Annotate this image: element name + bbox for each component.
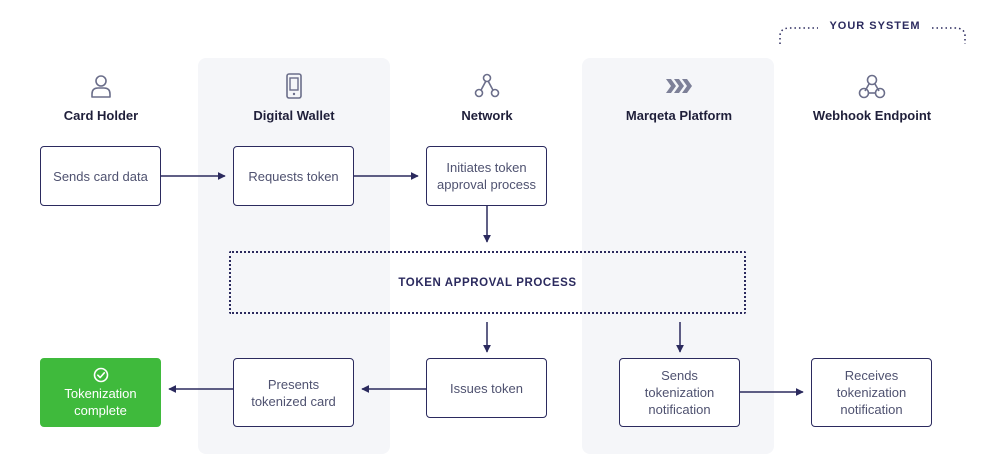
lane-header-network: Network [412,72,562,123]
process-label: TOKEN APPROVAL PROCESS [398,276,577,289]
step-label: Receives tokenization notification [836,368,907,417]
step-label: Sends card data [53,168,148,184]
step-sends-card-data: Sends card data [40,146,161,206]
token-approval-process: TOKEN APPROVAL PROCESS [229,251,746,314]
step-label: Tokenization complete [64,385,137,418]
lane-label: Digital Wallet [253,108,335,123]
lane-label: Card Holder [63,108,139,123]
step-sends-notification: Sends tokenization notification [619,358,740,427]
step-issues-token: Issues token [426,358,547,418]
lane-header-card-holder: Card Holder [26,72,176,123]
phone-icon [286,73,302,99]
step-label: Presents tokenized card [251,376,336,409]
lane-header-digital-wallet: Digital Wallet [219,72,369,123]
step-initiates-approval: Initiates token approval process [426,146,547,206]
step-label: Requests token [248,168,339,184]
chevrons-icon [666,79,692,93]
step-receives-notification: Receives tokenization notification [811,358,932,427]
lane-header-webhook-endpoint: Webhook Endpoint [797,72,947,123]
step-tokenization-complete: Tokenization complete [40,358,161,427]
webhook-icon [858,74,886,99]
step-label: Initiates token approval process [437,160,536,192]
lane-header-marqeta-platform: Marqeta Platform [604,72,754,123]
step-presents-card: Presents tokenized card [233,358,354,427]
step-label: Sends tokenization notification [644,368,715,417]
network-icon [474,73,500,98]
check-circle-icon [93,367,108,382]
step-requests-token: Requests token [233,146,354,206]
lane-label: Network [461,108,513,123]
person-icon [91,75,111,98]
step-label: Issues token [450,380,523,396]
lane-label: Webhook Endpoint [812,108,932,123]
lane-label: Marqeta Platform [625,108,733,123]
your-system-label: YOUR SYSTEM [829,20,921,32]
